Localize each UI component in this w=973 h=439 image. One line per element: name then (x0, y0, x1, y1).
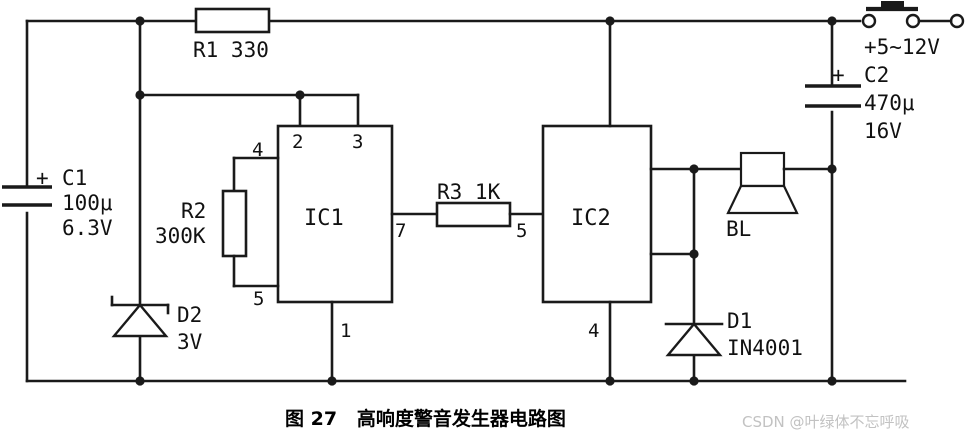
d1-ref-label: D1 (727, 309, 753, 333)
d2-triangle (111, 303, 169, 338)
ic2-pin4-label: 4 (588, 320, 600, 342)
csdn-watermark: CSDN @叶绿体不忘呼吸 (742, 413, 910, 431)
r3-label: R3 1K (437, 180, 501, 204)
r2-body (221, 189, 248, 258)
ic1-pin2-label: 2 (292, 131, 304, 153)
ic1-pin7-label: 7 (395, 220, 407, 242)
switch-terminal-mid[interactable] (905, 13, 921, 29)
c2-value-label: 470μ (864, 91, 915, 115)
d1-part-label: IN4001 (727, 336, 803, 360)
r2-value-label: 300K (155, 224, 206, 248)
switch-knob[interactable] (881, 1, 904, 10)
junction-bottom-left (135, 376, 145, 386)
c2-polarity-label: + (832, 63, 845, 87)
speaker-body (739, 151, 786, 188)
junction-bottom-right (827, 376, 837, 386)
speaker-ref-label: BL (726, 217, 752, 241)
c2-ref-label: C2 (864, 63, 890, 87)
ic2-ref-label: IC2 (571, 206, 611, 231)
supply-voltage-label: +5~12V (864, 35, 940, 59)
junction-supply-top-right (827, 16, 837, 26)
ic1-pin5-label: 5 (253, 288, 265, 310)
junction-ic1-pin1-ground (327, 376, 337, 386)
d2-value-label: 3V (177, 330, 203, 354)
d1-triangle (665, 322, 723, 357)
c1-ref-label: C1 (62, 166, 88, 190)
r1-body (194, 7, 271, 34)
c1-polarity-label: + (36, 166, 49, 190)
junction-ic2-output-lower (689, 249, 699, 259)
ic2-pin5-label: 5 (516, 220, 528, 242)
ic1-pin1-label: 1 (340, 320, 352, 342)
figure-caption: 图 27 高响度警音发生器电路图 (285, 408, 566, 430)
switch-terminal-left[interactable] (861, 13, 877, 29)
speaker-cone (726, 184, 799, 215)
ic1-body (276, 124, 394, 304)
ic2-body (541, 124, 653, 304)
d2-ref-label: D2 (177, 303, 203, 327)
junction-top-left (135, 16, 145, 26)
ic1-pin3-label: 3 (352, 131, 364, 153)
junction-speaker-right (827, 164, 837, 174)
c1-value-label: 100μ (62, 191, 113, 215)
r3-body (435, 201, 512, 228)
ic1-pin4-label: 4 (252, 139, 264, 161)
r2-ref-label: R2 (181, 199, 207, 223)
junction-ic2-supply (605, 16, 615, 26)
junction-ic2-pin4-ground (605, 376, 615, 386)
c2-rating-label: 16V (864, 119, 902, 143)
r1-label: R1 330 (193, 38, 269, 62)
junction-d1-ground (689, 376, 699, 386)
ic1-ref-label: IC1 (304, 206, 344, 231)
switch-terminal-right[interactable] (949, 13, 965, 29)
c1-rating-label: 6.3V (62, 216, 113, 240)
